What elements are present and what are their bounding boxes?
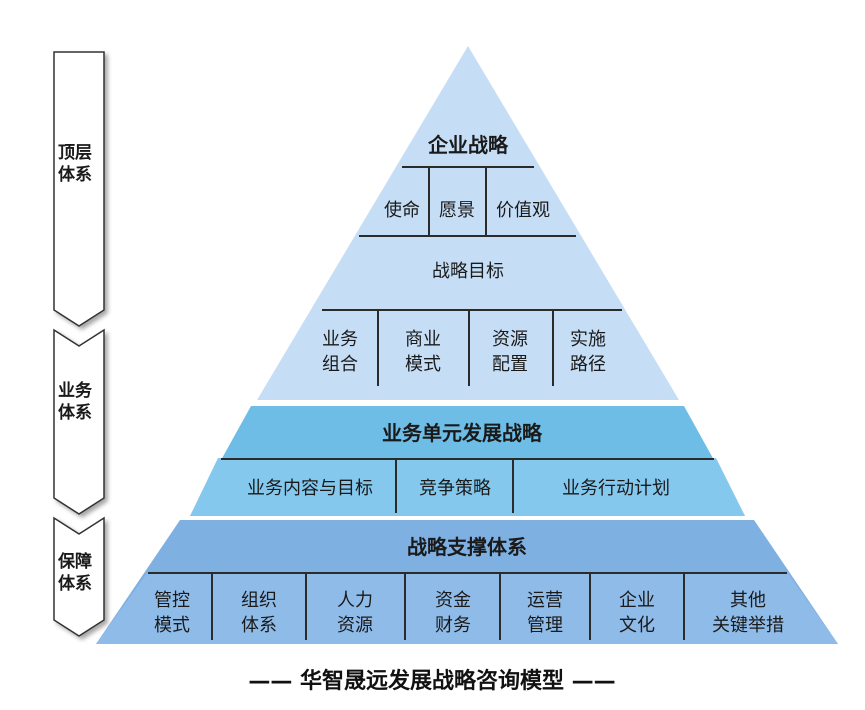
- support-finance-line1: 资金: [435, 590, 471, 611]
- support-hr-line2: 资源: [337, 615, 373, 636]
- diagram-caption: —— 华智晟远发展战略咨询模型 ——: [248, 668, 615, 694]
- sidebar-label-support-line2: 体系: [58, 573, 92, 594]
- tier-middle-lower-band: [190, 458, 745, 516]
- support-control-line2: 模式: [154, 615, 190, 636]
- tier-top-shape: [257, 46, 679, 400]
- element-portfolio-line1: 业务: [322, 329, 358, 350]
- element-path-line2: 路径: [570, 354, 606, 375]
- element-path-line1: 实施: [570, 329, 606, 350]
- value-vision: 愿景: [439, 200, 475, 221]
- element-resource-line1: 资源: [492, 329, 528, 350]
- middle-item-content: 业务内容与目标: [247, 478, 373, 499]
- tier-middle: 业务单元发展战略 业务内容与目标 竞争策略 业务行动计划: [190, 406, 745, 516]
- sidebar-label-top-line2: 体系: [58, 164, 92, 185]
- element-portfolio-line2: 组合: [322, 354, 358, 375]
- support-other-line1: 其他: [730, 590, 766, 611]
- value-mission: 使命: [384, 200, 420, 221]
- support-hr-line1: 人力: [337, 590, 373, 611]
- support-finance-line2: 财务: [435, 615, 471, 636]
- support-culture-line1: 企业: [619, 590, 655, 611]
- tier-middle-title: 业务单元发展战略: [382, 421, 543, 445]
- tier-bottom-title: 战略支撑体系: [407, 535, 527, 559]
- tier-bottom-lower-band: [96, 572, 838, 644]
- sidebar: 顶层 体系 业务 体系 保障 体系: [53, 51, 105, 637]
- element-business-model-line1: 商业: [405, 329, 441, 350]
- element-resource-line2: 配置: [492, 354, 528, 375]
- value-core-values: 价值观: [496, 200, 550, 221]
- sidebar-chevron-support: [53, 516, 105, 637]
- support-org-line1: 组织: [241, 590, 277, 611]
- sidebar-label-top-line1: 顶层: [58, 143, 92, 163]
- support-operations-line2: 管理: [527, 615, 563, 636]
- tier-top-title: 企业战略: [427, 133, 509, 157]
- tier-bottom: 战略支撑体系 管控 模式 组织 体系 人力 资源 资金 财务 运营 管理 企业 …: [96, 520, 838, 644]
- tier-top: 企业战略 使命 愿景 价值观 战略目标 业务 组合 商业 模式 资源 配置 实施…: [257, 46, 679, 400]
- support-culture-line2: 文化: [619, 615, 655, 636]
- sidebar-label-business-line2: 体系: [58, 402, 92, 423]
- support-operations-line1: 运营: [527, 590, 563, 611]
- middle-item-competition: 竞争策略: [419, 478, 491, 499]
- support-control-line1: 管控: [154, 590, 190, 611]
- sidebar-chevron-top: [53, 51, 105, 327]
- strategic-goal: 战略目标: [432, 261, 504, 282]
- sidebar-label-business-line1: 业务: [58, 380, 93, 401]
- sidebar-chevron-business: [53, 328, 105, 515]
- middle-item-action-plan: 业务行动计划: [562, 478, 670, 499]
- element-business-model-line2: 模式: [405, 354, 441, 375]
- support-org-line2: 体系: [241, 615, 277, 636]
- sidebar-label-support-line1: 保障: [57, 551, 92, 572]
- support-other-line2: 关键举措: [712, 615, 784, 636]
